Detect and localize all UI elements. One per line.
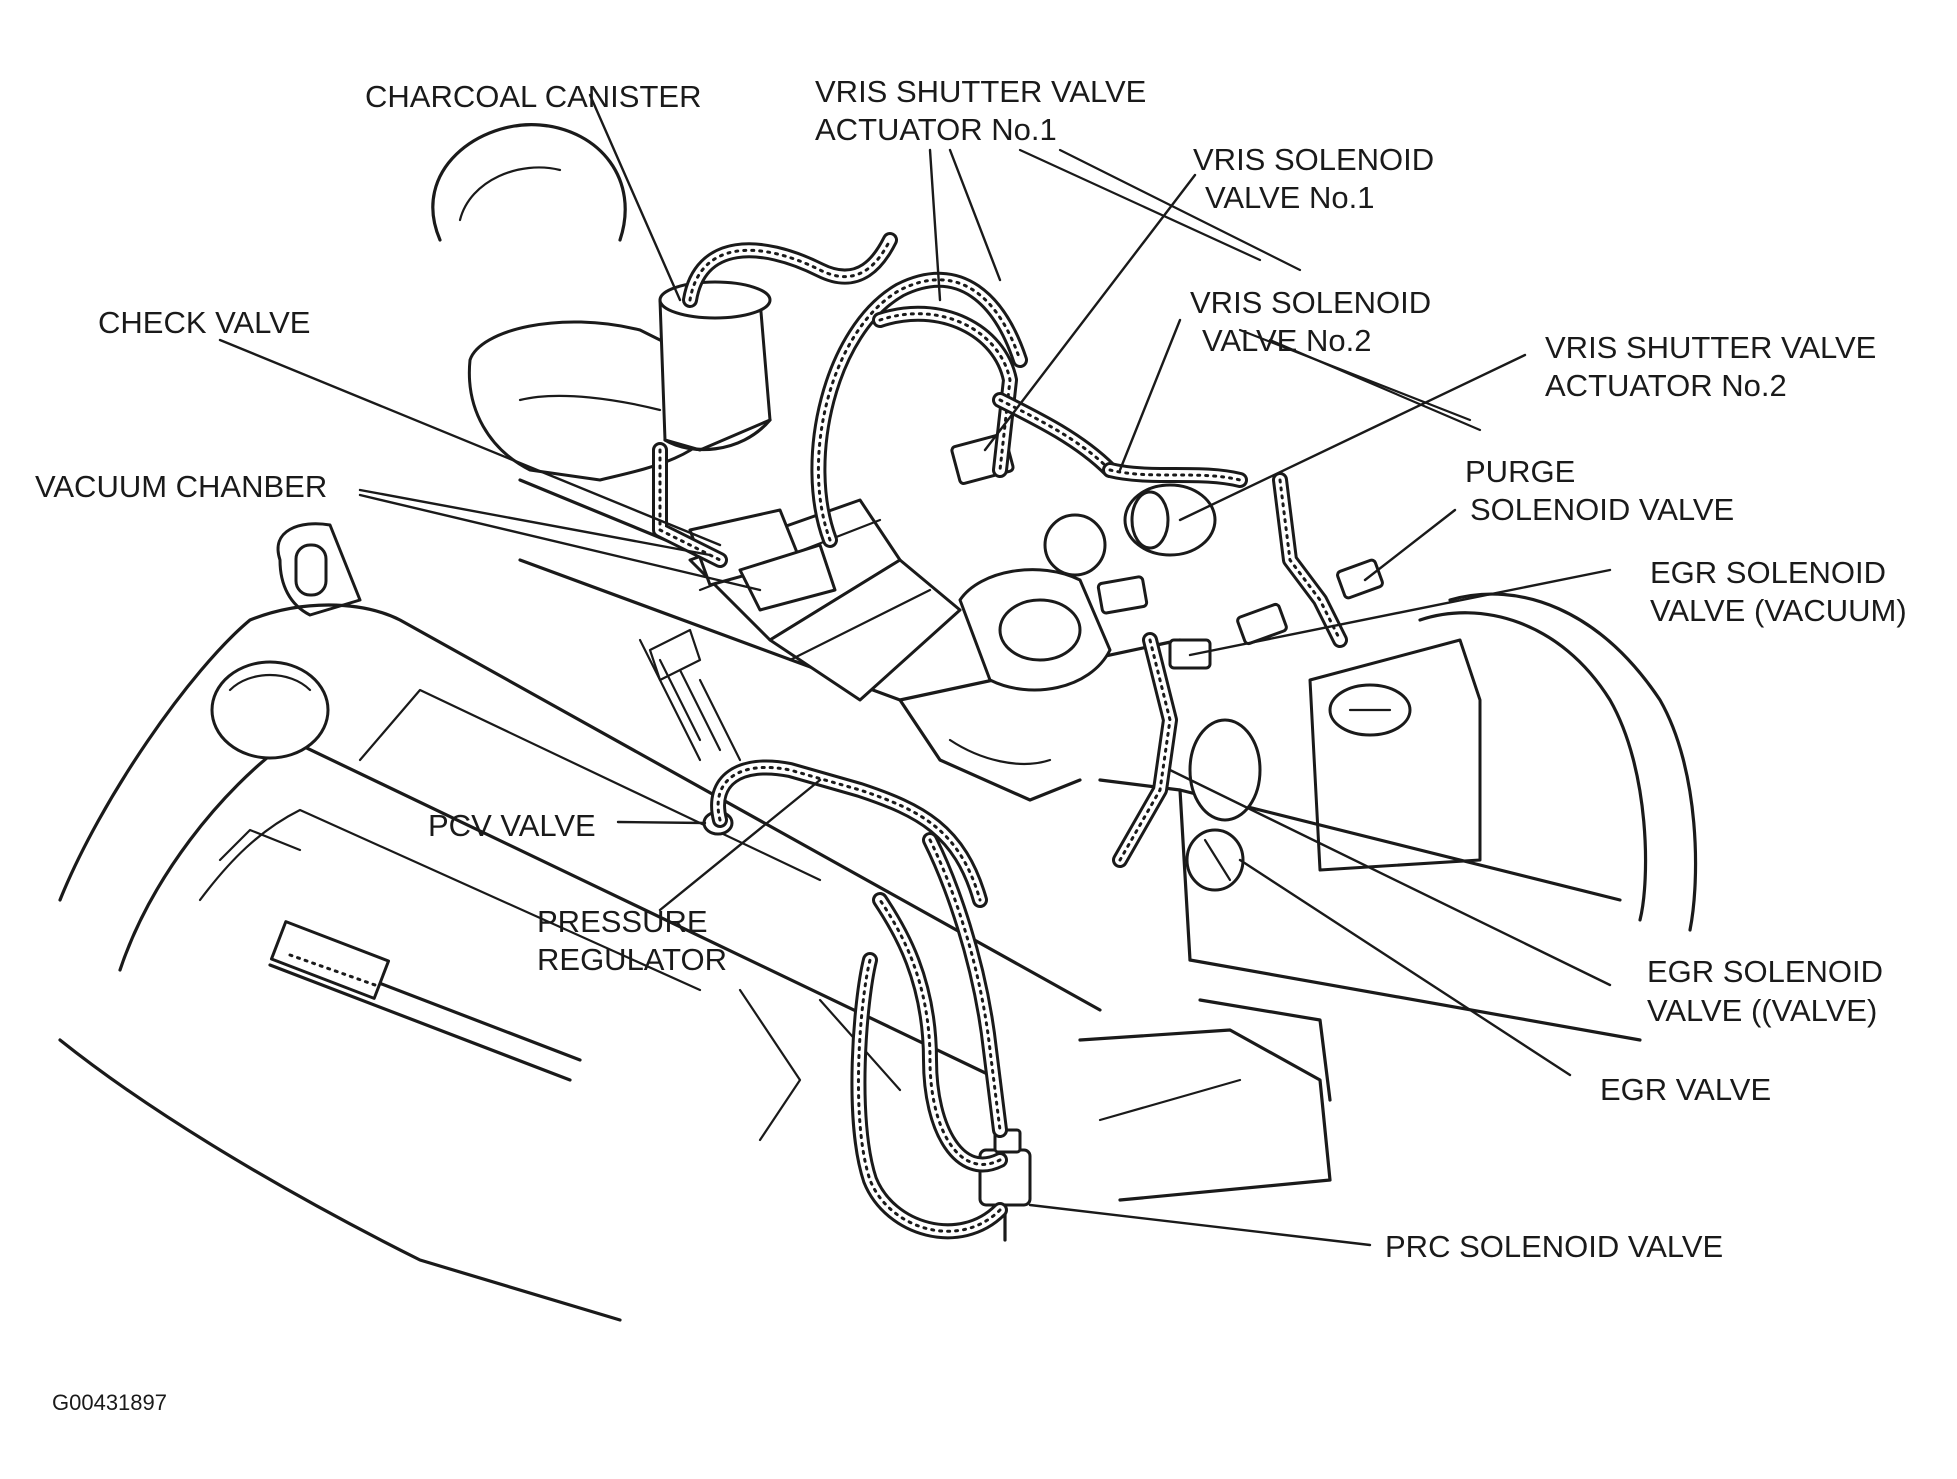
label-egr-solenoid-valve-line1: EGR SOLENOID — [1647, 954, 1883, 989]
label-vris-solenoid-2-line1: VRIS SOLENOID — [1190, 285, 1431, 320]
label-vris-actuator-2-line2: ACTUATOR No.2 — [1545, 368, 1787, 403]
label-egr-solenoid-vacuum-line1: EGR SOLENOID — [1650, 555, 1886, 590]
label-egr-solenoid-vacuum-line2: VALVE (VACUUM) — [1650, 593, 1907, 628]
label-check-valve: CHECK VALVE — [98, 305, 310, 340]
label-charcoal-canister: CHARCOAL CANISTER — [365, 79, 701, 114]
leader-prc-solenoid — [1028, 1203, 1372, 1247]
label-vris-actuator-1-line1: VRIS SHUTTER VALVE — [815, 74, 1146, 109]
label-egr-valve: EGR VALVE — [1600, 1072, 1771, 1107]
vacuum-hoses — [652, 232, 1348, 1240]
label-prc-solenoid: PRC SOLENOID VALVE — [1385, 1229, 1723, 1264]
label-pressure-regulator-line2: REGULATOR — [537, 942, 727, 977]
label-egr-solenoid-valve-line2: VALVE ((VALVE) — [1647, 993, 1877, 1028]
label-vris-actuator-1-line2: ACTUATOR No.1 — [815, 112, 1057, 147]
leader-vris-actuator-2 — [1178, 353, 1527, 522]
leader-vris-actuator-1b — [948, 148, 1002, 282]
label-vris-solenoid-2-line2: VALVE No.2 — [1202, 323, 1371, 358]
leader-pcv-valve — [616, 820, 707, 825]
leader-lines — [218, 93, 1612, 1247]
callout-labels: CHARCOAL CANISTER VRIS SHUTTER VALVE ACT… — [35, 74, 1907, 1415]
leader-egr-valve — [1238, 858, 1572, 1077]
label-purge-solenoid-line2: SOLENOID VALVE — [1470, 492, 1734, 527]
label-vacuum-chamber: VACUUM CHANBER — [35, 469, 327, 504]
engine-artwork — [58, 123, 1698, 1322]
label-vris-solenoid-1-line1: VRIS SOLENOID — [1193, 142, 1434, 177]
leader-pressure-regulator — [658, 778, 822, 912]
leader-egr-solenoid-vacuum — [1188, 568, 1612, 657]
reference-code: G00431897 — [52, 1390, 167, 1415]
label-pressure-regulator-line1: PRESSURE — [537, 904, 708, 939]
leader-vacuum-chamber-a — [358, 488, 712, 557]
leader-vacuum-chamber-b — [358, 493, 762, 592]
label-vris-actuator-2-line1: VRIS SHUTTER VALVE — [1545, 330, 1876, 365]
label-purge-solenoid-line1: PURGE — [1465, 454, 1575, 489]
leader-vris-solenoid-1 — [983, 173, 1197, 452]
leader-vris-solenoid-2 — [1118, 318, 1182, 472]
leader-charcoal-canister — [588, 93, 682, 302]
leader-egr-solenoid-valve — [1168, 768, 1612, 987]
leader-vris-actuator-1 — [928, 148, 942, 302]
leader-purge-solenoid — [1363, 508, 1457, 582]
label-vris-solenoid-1-line2: VALVE No.1 — [1205, 180, 1374, 215]
label-pcv-valve: PCV VALVE — [428, 808, 596, 843]
leader-check-valve — [218, 338, 722, 547]
